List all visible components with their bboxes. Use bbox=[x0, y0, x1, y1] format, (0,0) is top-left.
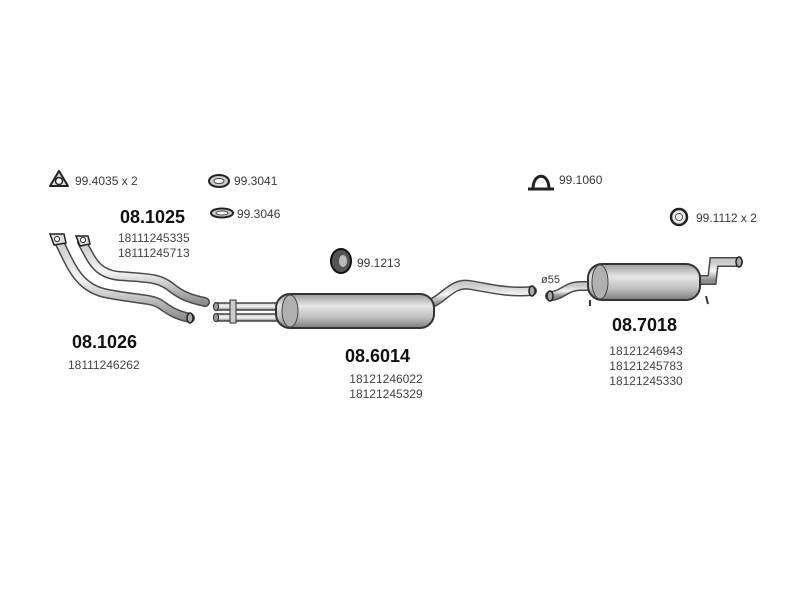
ring-right-label: 99.1112 x 2 bbox=[696, 211, 757, 225]
ref-number: 18121246943 bbox=[609, 344, 683, 358]
ring-top-label: 99.3041 bbox=[234, 174, 278, 188]
ref-number: 18111245335 bbox=[118, 231, 190, 245]
mount-rubber-icon bbox=[330, 248, 352, 274]
rear-muffler bbox=[545, 256, 743, 306]
refs-08-6014: 18121246022 18121245329 bbox=[336, 372, 436, 402]
part-number-08-1025: 08.1025 bbox=[120, 207, 186, 227]
front-pipe-lower bbox=[48, 233, 195, 324]
part-number-08-1026: 08.1026 bbox=[72, 332, 138, 352]
refs-08-1025: 18111245335 18111245713 bbox=[118, 231, 190, 261]
clamp-icon bbox=[528, 174, 554, 191]
ref-number: 18111245713 bbox=[118, 246, 190, 260]
ring-right-icon bbox=[669, 207, 689, 227]
part-number-08-7018: 08.7018 bbox=[612, 315, 678, 335]
ref-number: 18121245330 bbox=[609, 374, 683, 388]
ref-number: 18121246022 bbox=[349, 372, 423, 386]
ref-number: 18121245783 bbox=[609, 359, 683, 373]
triangle-gasket-icon bbox=[49, 170, 69, 187]
ref-number: 18111246262 bbox=[68, 358, 140, 372]
mount-label: 99.1213 bbox=[357, 256, 401, 270]
flat-ring-gasket-icon bbox=[210, 207, 234, 219]
front-pipe-upper bbox=[74, 235, 210, 307]
diameter-label: ø55 bbox=[541, 274, 560, 286]
gasket-triangle-label: 99.4035 x 2 bbox=[75, 174, 138, 188]
clamp-label: 99.1060 bbox=[559, 173, 603, 187]
refs-08-7018: 18121246943 18121245783 18121245330 bbox=[596, 344, 696, 389]
ring-gasket-icon bbox=[208, 174, 230, 188]
center-muffler bbox=[213, 279, 537, 329]
ring-bottom-label: 99.3046 bbox=[237, 207, 281, 221]
refs-08-1026: 18111246262 bbox=[68, 358, 140, 373]
part-number-08-6014: 08.6014 bbox=[345, 346, 411, 366]
ref-number: 18121245329 bbox=[349, 387, 423, 401]
